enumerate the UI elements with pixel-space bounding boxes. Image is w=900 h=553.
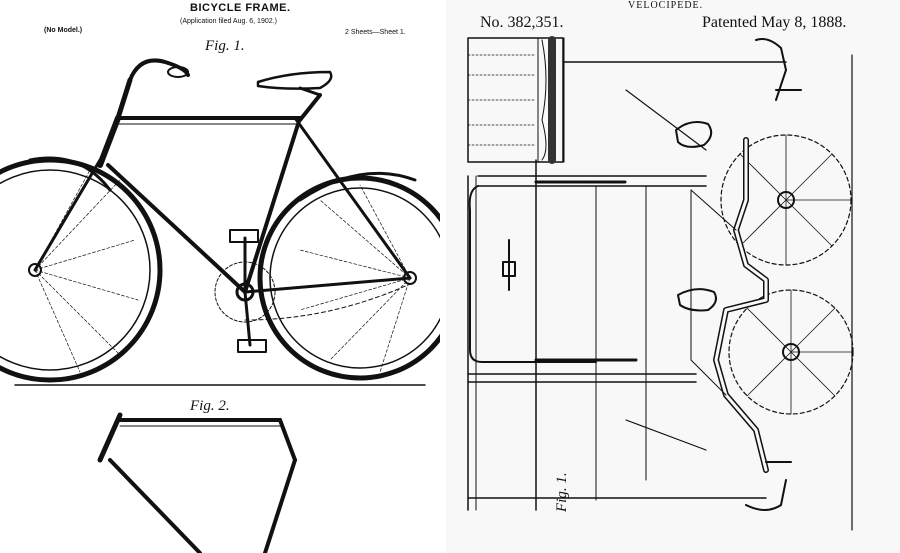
steering-column: [713, 137, 769, 473]
engraved-panel: [467, 36, 565, 164]
application-date: (Application filed Aug. 6, 1902.): [180, 18, 277, 25]
upper-wheel: [720, 134, 852, 266]
pedal-assemblies: [745, 38, 802, 511]
bicycle-drawing: [0, 58, 440, 553]
patent-date: Patented May 8, 1888.: [702, 14, 847, 31]
sheet-count: 2 Sheets—Sheet 1.: [345, 29, 406, 36]
frame: [33, 93, 412, 294]
patent-title: BICYCLE FRAME.: [190, 2, 291, 14]
lever: [502, 239, 516, 291]
lower-wheel: [728, 289, 854, 415]
figure-2-label: Fig. 2.: [190, 398, 230, 414]
seats: [675, 121, 717, 312]
bicycle-frame-patent-sheet: BICYCLE FRAME. (Application filed Aug. 6…: [0, 0, 440, 553]
saddle: [256, 70, 333, 97]
handlebar: [115, 58, 190, 121]
patent-title: VELOCIPEDE.: [628, 0, 704, 11]
figure-2-frame: [97, 412, 297, 553]
figure-1-label: Fig. 1.: [205, 38, 245, 54]
model-note: (No Model.): [44, 27, 83, 34]
velocipede-patent-sheet: VELOCIPEDE. No. 382,351. Patented May 8,…: [446, 0, 900, 553]
rear-wheel: [257, 171, 440, 381]
velocipede-drawing: [467, 36, 854, 531]
patent-number: No. 382,351.: [480, 14, 564, 31]
front-wheel: [0, 156, 163, 383]
crankset: [214, 229, 411, 353]
